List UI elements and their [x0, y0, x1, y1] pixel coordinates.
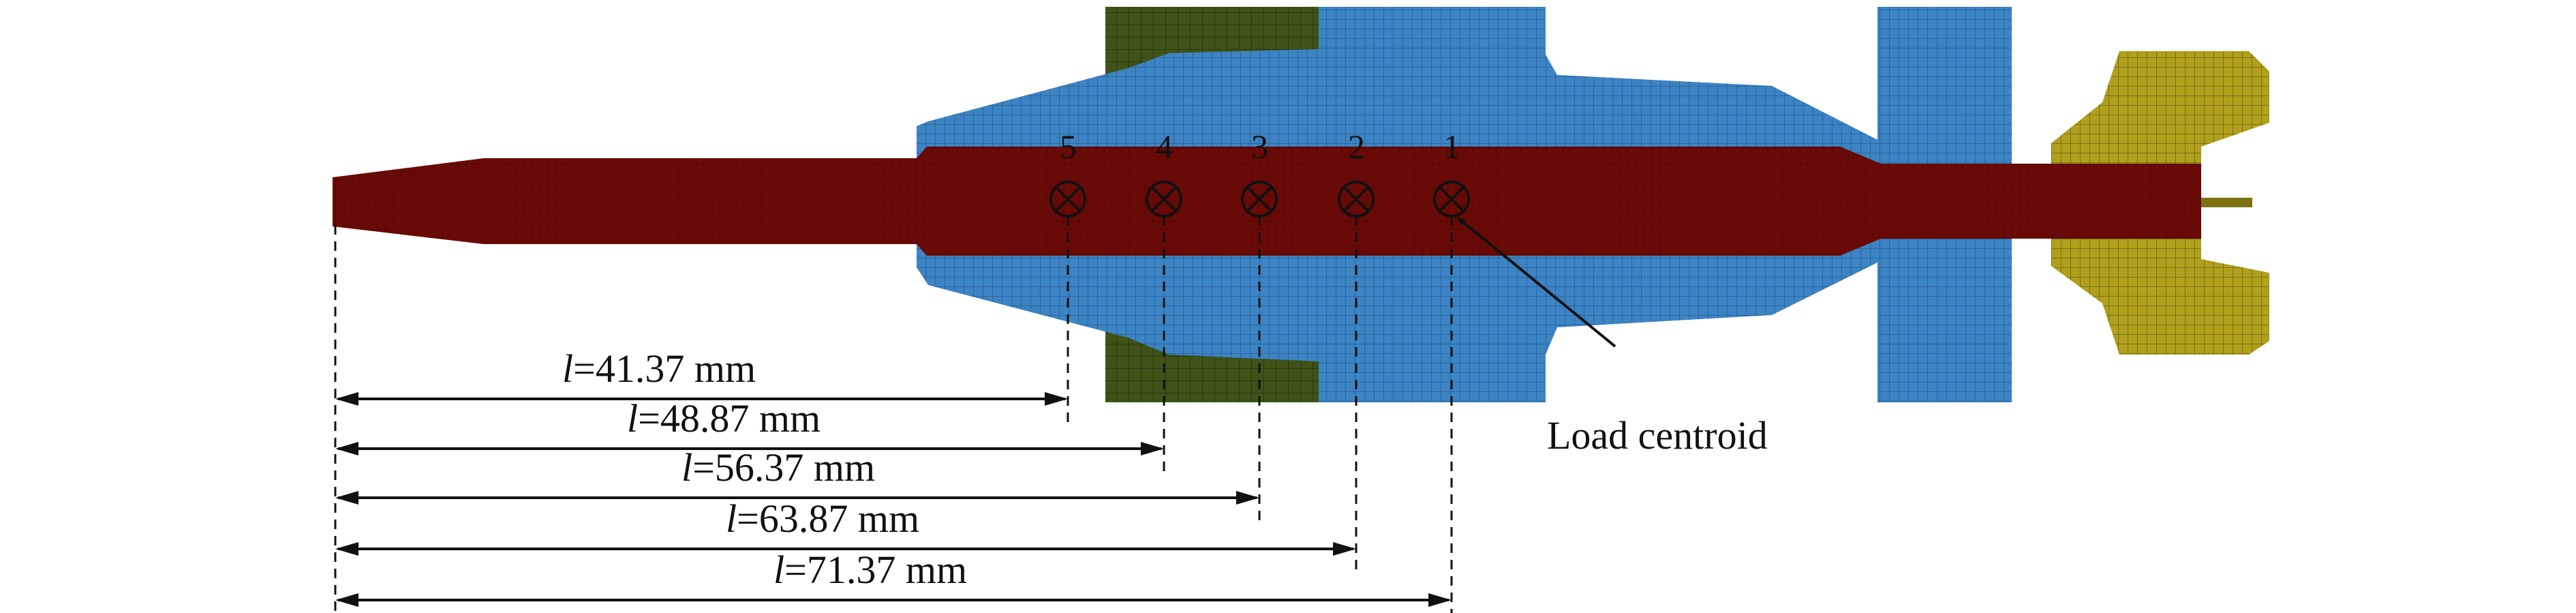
load-point-marker-2	[1338, 181, 1375, 218]
point-number-3: 3	[1251, 128, 1268, 166]
point-number-2: 2	[1348, 128, 1365, 166]
penetrator-rod	[333, 147, 2201, 256]
dimension-label-3: l=56.37 mm	[681, 445, 875, 490]
dimension-label-2: l=63.87 mm	[726, 496, 919, 541]
load-centroid-label: Load centroid	[1547, 413, 1768, 458]
load-centroid-annotation: Load centroid	[1457, 217, 1768, 458]
dimension-line-4	[335, 442, 1164, 455]
dimension-label-5: l=41.37 mm	[562, 346, 756, 391]
dimension-label-1: l=71.37 mm	[773, 548, 967, 592]
dimension-line-3	[335, 491, 1259, 505]
dimension-line-2	[335, 542, 1356, 556]
dimension-line-5	[335, 392, 1068, 406]
dimension-label-4: l=48.87 mm	[627, 396, 821, 440]
point-number-4: 4	[1156, 128, 1173, 166]
tail-pin	[2201, 198, 2252, 207]
point-number-5: 5	[1060, 128, 1077, 166]
point-number-1: 1	[1443, 128, 1460, 166]
load-centroid-leader-arrow	[1457, 217, 1616, 348]
dimension-lines: l=41.37 mm l=48.87 mm l=56.37 mm l=63.87 mm…	[334, 216, 1453, 613]
dimension-line-1	[335, 593, 1452, 607]
